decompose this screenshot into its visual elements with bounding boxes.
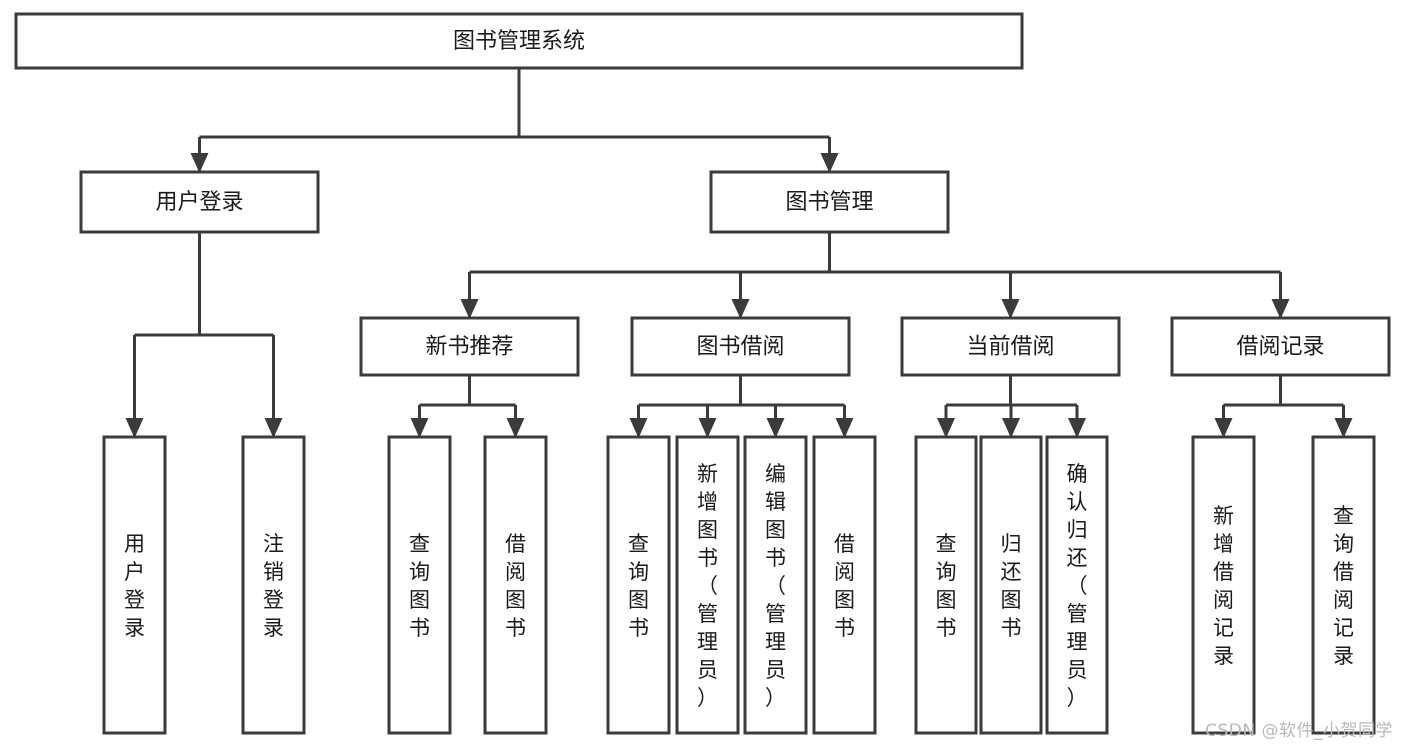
node-box[interactable] <box>241 435 306 735</box>
flow-node-leaf[interactable]: 新增借阅记录 <box>1191 435 1256 735</box>
node-box[interactable] <box>387 435 452 735</box>
flow-node-level2[interactable]: 用户登录 <box>79 170 320 234</box>
node-label: 新增图书（管理员） <box>697 462 718 710</box>
node-box[interactable] <box>1191 435 1256 735</box>
flow-node-leaf[interactable]: 新增图书（管理员） <box>675 435 740 735</box>
node-box[interactable] <box>709 170 950 234</box>
node-label: 图书管理系统 <box>453 29 585 54</box>
arrowhead-icon <box>835 418 854 438</box>
flow-node-leaf[interactable]: 用户登录 <box>102 435 167 735</box>
arrowhead-icon <box>1214 418 1233 438</box>
node-box[interactable] <box>606 435 671 735</box>
arrowhead-icon <box>506 418 525 438</box>
node-label: 查询图书 <box>409 532 430 640</box>
node-box[interactable] <box>79 170 320 234</box>
arrowhead-icon <box>1334 418 1353 438</box>
node-box[interactable] <box>979 435 1043 735</box>
node-label: 查询借阅记录 <box>1333 504 1354 668</box>
arrowhead-icon <box>629 418 648 438</box>
flow-node-level3[interactable]: 新书推荐 <box>359 316 580 377</box>
node-box[interactable] <box>1045 435 1109 735</box>
connector-group <box>937 375 1086 438</box>
connector-layer <box>125 68 1353 438</box>
arrowhead-icon <box>820 153 839 173</box>
node-label: 借阅图书 <box>834 532 855 640</box>
node-box[interactable] <box>102 435 167 735</box>
connector-group <box>460 232 1290 319</box>
node-label: 查询图书 <box>628 532 649 640</box>
node-label: 当前借阅 <box>966 335 1054 360</box>
flow-node-leaf[interactable]: 注销登录 <box>241 435 306 735</box>
node-label: 编辑图书（管理员） <box>765 462 786 710</box>
arrowhead-icon <box>698 418 717 438</box>
arrowhead-icon <box>1068 418 1086 438</box>
node-label: 用户登录 <box>124 532 145 640</box>
flow-node-level3[interactable]: 图书借阅 <box>630 316 851 377</box>
flow-node-level3[interactable]: 当前借阅 <box>900 316 1121 377</box>
node-label: 借阅图书 <box>505 532 526 640</box>
node-box[interactable] <box>812 435 877 735</box>
arrowhead-icon <box>190 153 209 173</box>
arrowhead-icon <box>1002 418 1020 438</box>
flow-node-leaf[interactable]: 编辑图书（管理员） <box>743 435 808 735</box>
flow-node-leaf[interactable]: 查询图书 <box>606 435 671 735</box>
flow-node-leaf[interactable]: 借阅图书 <box>812 435 877 735</box>
node-box[interactable] <box>14 12 1024 70</box>
node-box[interactable] <box>675 435 740 735</box>
flow-node-leaf[interactable]: 查询借阅记录 <box>1311 435 1376 735</box>
watermark-label: CSDN @软件_小贺同学 <box>1205 721 1393 741</box>
node-layer: 图书管理系统用户登录图书管理新书推荐图书借阅当前借阅借阅记录用户登录注销登录查询… <box>14 12 1391 735</box>
node-label: 注销登录 <box>263 532 284 640</box>
arrowhead-icon <box>460 299 479 319</box>
flow-node-root[interactable]: 图书管理系统 <box>14 12 1024 70</box>
connector-group <box>190 68 839 173</box>
flow-node-level2[interactable]: 图书管理 <box>709 170 950 234</box>
flow-node-leaf[interactable]: 归还图书 <box>979 435 1043 735</box>
flow-node-leaf[interactable]: 查询图书 <box>914 435 978 735</box>
node-label: 新书推荐 <box>425 335 513 360</box>
arrowhead-icon <box>937 418 955 438</box>
arrowhead-icon <box>410 418 429 438</box>
node-label: 用户登录 <box>155 190 243 215</box>
node-label: 图书管理 <box>785 190 873 215</box>
connector-group <box>629 375 854 438</box>
flow-node-leaf[interactable]: 查询图书 <box>387 435 452 735</box>
node-box[interactable] <box>900 316 1121 377</box>
arrowhead-icon <box>1001 299 1020 319</box>
node-label: 确认归还（管理员） <box>1067 462 1088 710</box>
arrowhead-icon <box>1271 299 1290 319</box>
node-box[interactable] <box>914 435 978 735</box>
arrowhead-icon <box>731 299 750 319</box>
node-box[interactable] <box>483 435 548 735</box>
connector-group <box>410 375 525 438</box>
flow-node-leaf[interactable]: 借阅图书 <box>483 435 548 735</box>
node-label: 归还图书 <box>1001 532 1022 640</box>
arrowhead-icon <box>766 418 785 438</box>
node-label: 新增借阅记录 <box>1213 504 1234 668</box>
connector-group <box>1214 375 1353 438</box>
connector-group <box>125 232 283 438</box>
node-label: 借阅记录 <box>1236 335 1324 360</box>
node-box[interactable] <box>1170 316 1391 377</box>
node-label: 图书借阅 <box>696 335 784 360</box>
arrowhead-icon <box>264 418 283 438</box>
flow-node-leaf[interactable]: 确认归还（管理员） <box>1045 435 1109 735</box>
flow-node-level3[interactable]: 借阅记录 <box>1170 316 1391 377</box>
node-box[interactable] <box>1311 435 1376 735</box>
node-label: 查询图书 <box>936 532 957 640</box>
node-box[interactable] <box>359 316 580 377</box>
arrowhead-icon <box>125 418 144 438</box>
node-box[interactable] <box>630 316 851 377</box>
node-box[interactable] <box>743 435 808 735</box>
